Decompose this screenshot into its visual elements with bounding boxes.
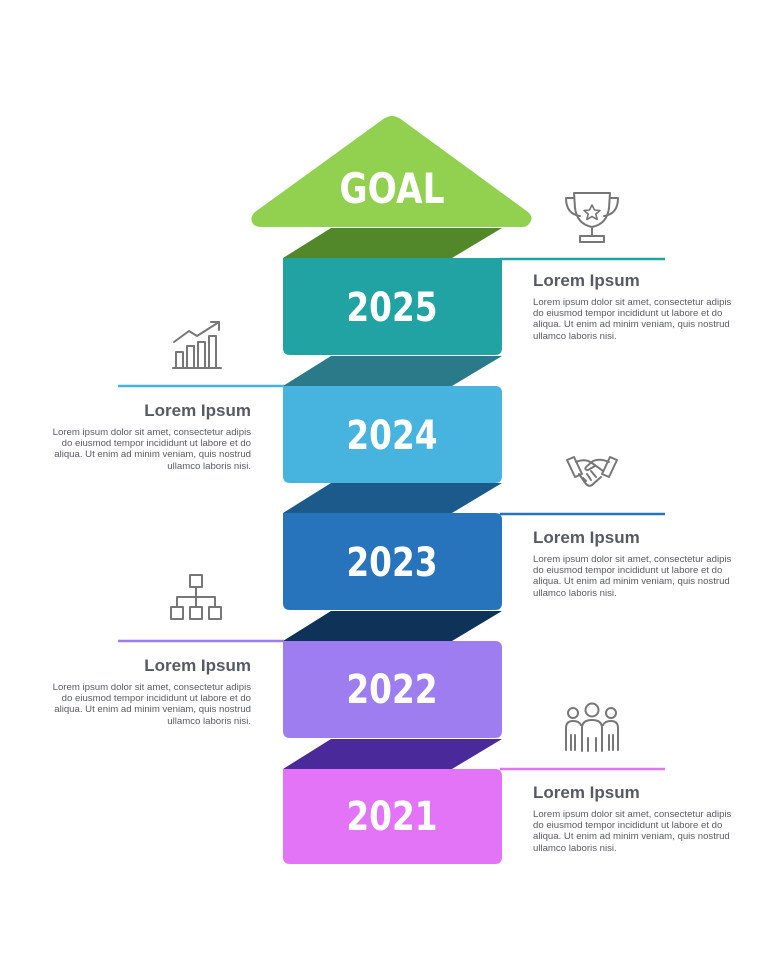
year-label-2024: 2024 (346, 412, 437, 459)
year-label-2025: 2025 (346, 284, 437, 331)
description-text-2021: Lorem ipsum dolor sit amet, consectetur … (533, 809, 732, 854)
description-title-2025: Lorem Ipsum (533, 271, 640, 290)
description-text-2025: Lorem ipsum dolor sit amet, consectetur … (533, 297, 732, 342)
goal-arrow (251, 116, 532, 227)
hierarchy-icon (170, 574, 222, 620)
year-block-2022 (283, 641, 502, 738)
description-text-2024: Lorem ipsum dolor sit amet, consectetur … (52, 427, 251, 472)
year-label-2021: 2021 (346, 793, 437, 840)
year-label-2022: 2022 (346, 666, 437, 713)
description-2023: Lorem Ipsum Lorem ipsum dolor sit amet, … (533, 528, 733, 599)
year-block-2023 (283, 513, 502, 610)
fold-goal-2025 (283, 228, 502, 258)
description-title-2021: Lorem Ipsum (533, 783, 640, 802)
year-block-2025 (283, 258, 502, 355)
team-icon (565, 702, 619, 752)
description-title-2023: Lorem Ipsum (533, 528, 640, 547)
year-block-2024 (283, 386, 502, 483)
description-title-2022: Lorem Ipsum (144, 656, 251, 675)
goal-label: GOAL (339, 165, 444, 214)
fold-2024-2023 (283, 483, 502, 513)
year-block-2021 (283, 769, 502, 864)
year-label-2023: 2023 (346, 539, 437, 586)
fold-2025-2024 (283, 356, 502, 386)
fold-2023-2022 (283, 611, 502, 641)
growth-chart-icon (172, 321, 222, 369)
handshake-icon (566, 456, 618, 487)
description-2024: Lorem Ipsum Lorem ipsum dolor sit amet, … (51, 401, 251, 472)
fold-2022-2021 (283, 739, 502, 769)
description-2025: Lorem Ipsum Lorem ipsum dolor sit amet, … (533, 271, 733, 342)
description-text-2023: Lorem ipsum dolor sit amet, consectetur … (533, 554, 732, 599)
description-2021: Lorem Ipsum Lorem ipsum dolor sit amet, … (533, 783, 733, 854)
trophy-icon (565, 192, 619, 243)
description-title-2024: Lorem Ipsum (144, 401, 251, 420)
description-text-2022: Lorem ipsum dolor sit amet, consectetur … (52, 682, 251, 727)
description-2022: Lorem Ipsum Lorem ipsum dolor sit amet, … (51, 656, 251, 727)
